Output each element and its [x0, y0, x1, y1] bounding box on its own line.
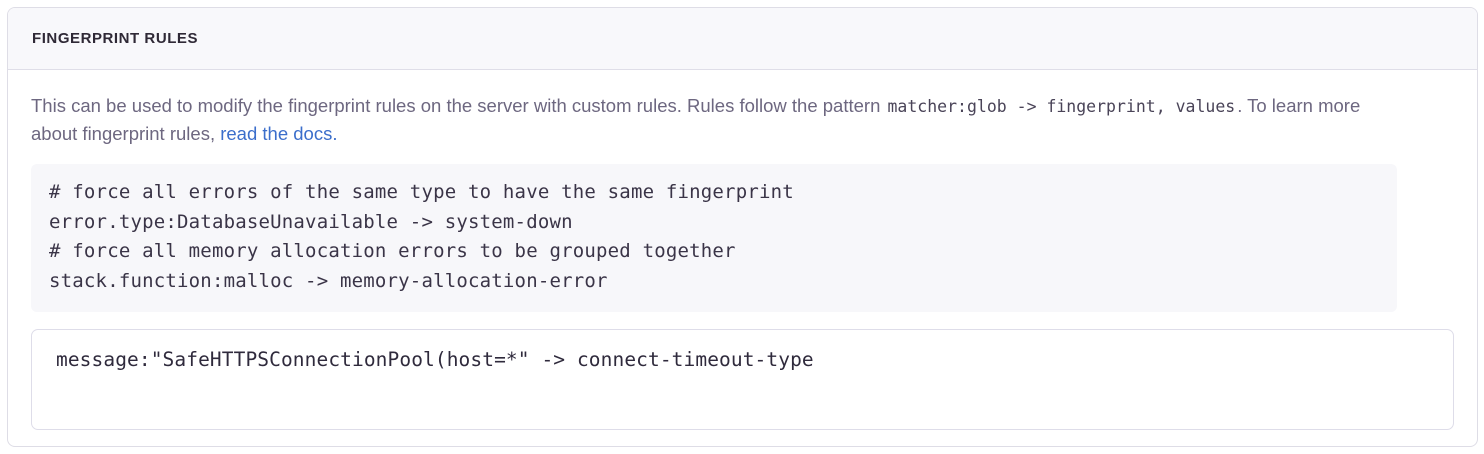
code-line: error.type:DatabaseUnavailable -> system… [49, 210, 573, 233]
page-title: FINGERPRINT RULES [32, 30, 199, 47]
description-text: This can be used to modify the fingerpri… [31, 92, 1396, 147]
fingerprint-rules-input[interactable] [31, 329, 1454, 430]
description-after-code: . To learn more about fingerprint rules, [31, 95, 1361, 144]
code-line: stack.function:malloc -> memory-allocati… [49, 269, 608, 292]
description-before-code: This can be used to modify the fingerpri… [31, 95, 886, 116]
description-after-link: . [332, 123, 338, 144]
panel-body: This can be used to modify the fingerpri… [8, 70, 1477, 446]
code-line: # force all errors of the same type to h… [49, 181, 794, 203]
read-the-docs-link[interactable]: read the docs [220, 123, 333, 144]
example-code-block: # force all errors of the same type to h… [31, 164, 1397, 312]
code-line: # force all memory allocation errors to … [49, 240, 736, 262]
panel-header: FINGERPRINT RULES [8, 8, 1477, 70]
inline-code-pattern: matcher:glob -> fingerprint, values [887, 97, 1236, 116]
fingerprint-rules-panel: FINGERPRINT RULES This can be used to mo… [7, 7, 1478, 447]
